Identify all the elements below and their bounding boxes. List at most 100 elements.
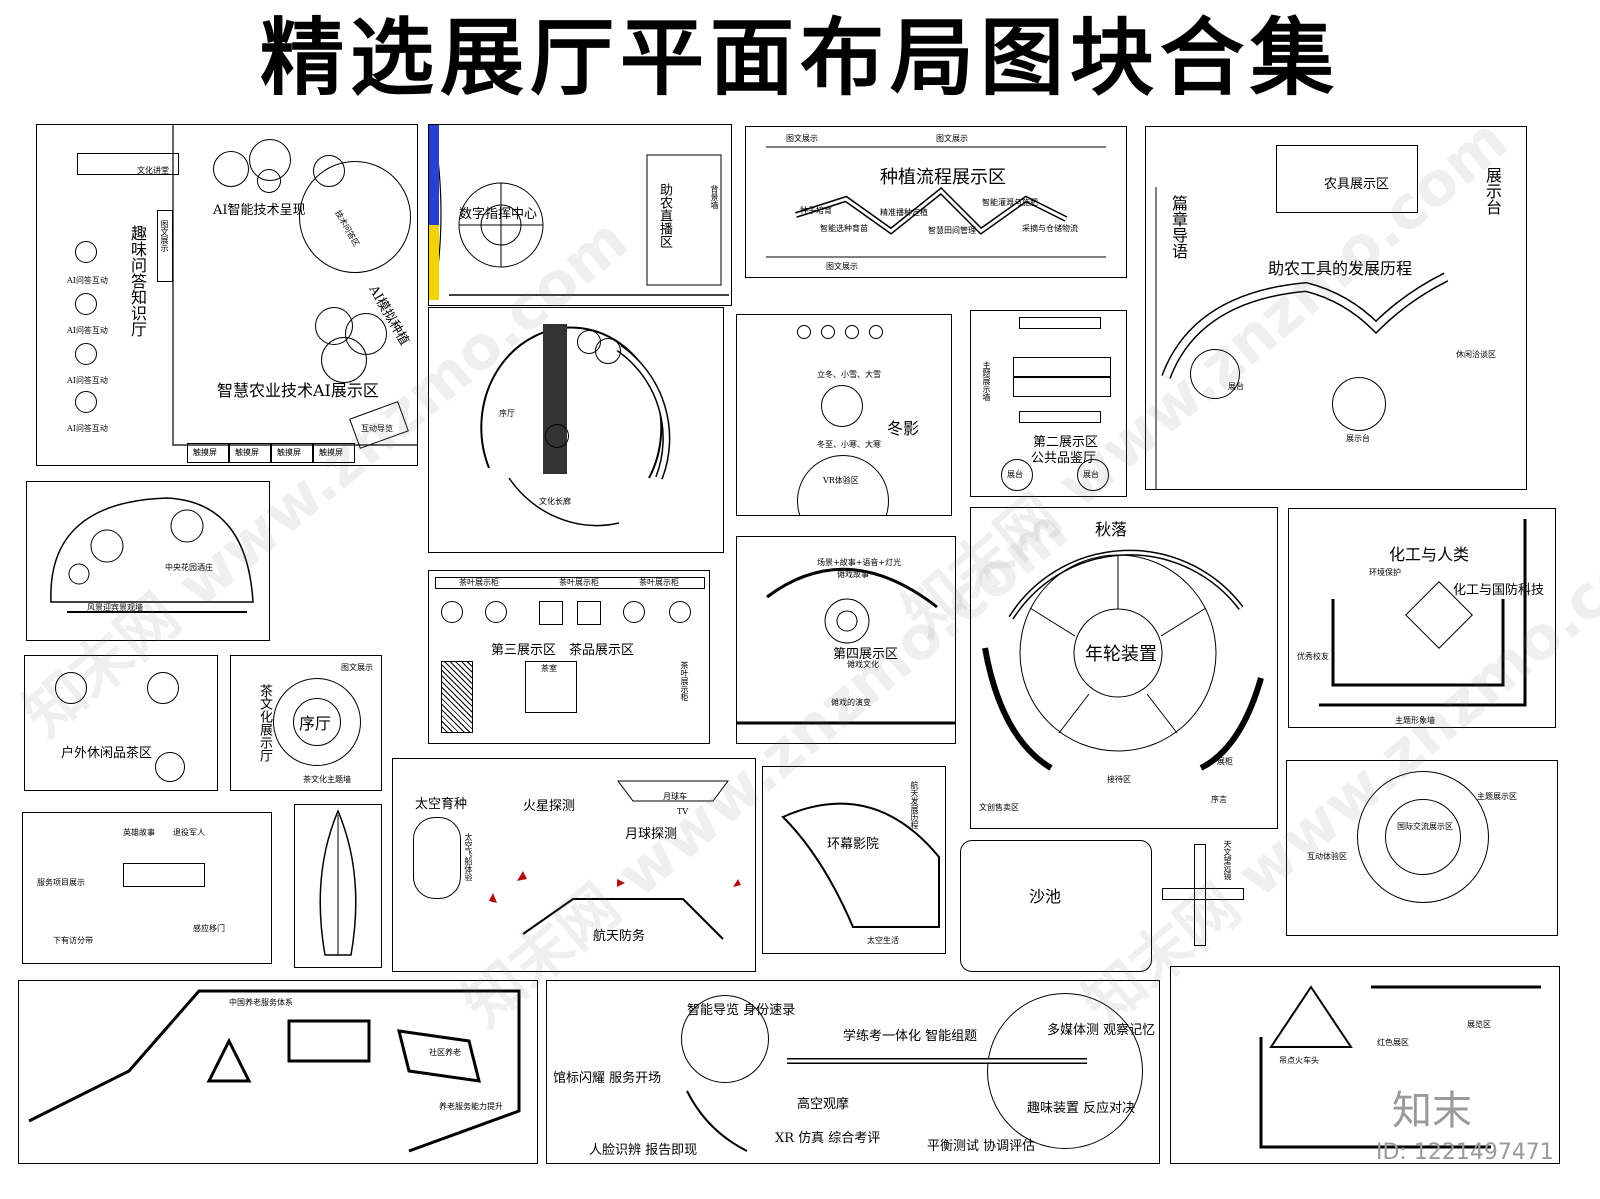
photo-label: 图文展示 bbox=[826, 262, 858, 271]
train-a: 智能导览 身份速录 bbox=[687, 1003, 796, 1018]
tea-seat bbox=[623, 601, 645, 623]
train-b: 学练考一体化 智能组题 bbox=[843, 1029, 978, 1044]
qa-station bbox=[75, 293, 97, 315]
round-hall bbox=[987, 993, 1143, 1149]
tool-path bbox=[1155, 187, 1449, 489]
photo-label: 图文展示 bbox=[160, 220, 169, 252]
tea-product-label: 茶品展示区 bbox=[569, 643, 635, 658]
tea-table bbox=[155, 752, 185, 782]
stage-round bbox=[1077, 459, 1109, 491]
vet-tag: 退役军人 bbox=[173, 828, 205, 837]
train-f: 人脸识辨 报告即现 bbox=[589, 1143, 698, 1158]
nuo-title: 第四展示区 bbox=[833, 647, 899, 662]
train-i: 高空观摩 bbox=[797, 1097, 850, 1112]
panel-tree-ring: 秋落 年轮装置 接待区 文创售卖区 序言 展柜 bbox=[970, 507, 1278, 829]
zone-label: 智慧农业技术AI展示区 bbox=[217, 381, 379, 400]
bg-label: 背景墙 bbox=[710, 185, 719, 209]
center-label: 数字指挥中心 bbox=[459, 207, 538, 222]
shelf-label: 茶叶展示柜 bbox=[459, 578, 499, 587]
tv-label: TV bbox=[677, 807, 689, 816]
train-e: XR 仿真 综合考评 bbox=[775, 1131, 881, 1146]
touch-screen bbox=[313, 443, 355, 463]
space-t3: 月球探测 bbox=[625, 827, 678, 842]
ring-a: 国际交流展示区 bbox=[1397, 822, 1453, 831]
image-id: ID: 1221497471 bbox=[1376, 1140, 1554, 1165]
stool bbox=[869, 325, 883, 339]
panel-red: 吊点火车头 红色展区 展览区 bbox=[1170, 966, 1560, 1164]
tea-seat bbox=[441, 601, 463, 623]
tree bbox=[545, 424, 569, 448]
touch-screen bbox=[187, 443, 229, 463]
space-t1: 太空育种 bbox=[415, 797, 468, 812]
autumn-label: 秋落 bbox=[1095, 520, 1128, 539]
red-a: 吊点火车头 bbox=[1279, 1056, 1319, 1065]
panel-veterans: 英雄故事 退役军人 感应移门 服务项目展示 下有访分带 bbox=[22, 812, 272, 964]
chem-t2: 主题形象墙 bbox=[1395, 716, 1435, 725]
wall-label: 主题展示墙 bbox=[982, 361, 991, 401]
panel-prelude: 序厅 文化长廊 bbox=[428, 307, 724, 553]
shop-label: 文创售卖区 bbox=[979, 803, 1019, 812]
prelude-ring bbox=[273, 678, 361, 766]
tree-ring-drawing bbox=[982, 549, 1264, 771]
cab-label: 展柜 bbox=[1217, 757, 1233, 766]
red-drawing bbox=[1259, 985, 1541, 1149]
second-zone-title: 第二展示区 bbox=[1033, 435, 1099, 450]
stool bbox=[821, 325, 835, 339]
touch-screen bbox=[271, 443, 313, 463]
outdoor-label: 户外休闲品茶区 bbox=[61, 746, 153, 761]
stool bbox=[797, 325, 811, 339]
cinema-life: 太空生活 bbox=[867, 936, 899, 945]
ring-title: 年轮装置 bbox=[1085, 644, 1157, 665]
panel-tea-culture: 序厅 茶文化展示厅 茶文化主题墙 图文展示 bbox=[230, 655, 382, 791]
qa-label: AI问答互动 bbox=[67, 276, 108, 285]
tech-qa-ring bbox=[299, 161, 411, 273]
prelude-core bbox=[293, 698, 341, 746]
panel-dragon-boat bbox=[294, 804, 382, 968]
tea-table bbox=[55, 672, 87, 704]
panel-space: 太空育种 火星探测 月球探测 航天防务 太空飞船体验 月球车 TV bbox=[392, 758, 756, 972]
prelude-label: 序厅 bbox=[499, 409, 515, 418]
poem-label: 立冬、小雪、大雪 bbox=[817, 370, 881, 379]
train-d: 馆标闪耀 服务开场 bbox=[553, 1071, 662, 1086]
ring-c: 互动体验区 bbox=[1307, 852, 1347, 861]
panel-cinema: 环幕影院 太空生活 航天发展历程 bbox=[762, 766, 946, 954]
qa-station bbox=[75, 343, 97, 365]
chem-t1: 化工与国防科技 bbox=[1453, 583, 1545, 598]
red-c: 展览区 bbox=[1467, 1020, 1491, 1029]
elder-drawing bbox=[28, 989, 521, 1153]
panel-eldercare: 中国养老服务体系 社区养老 养老服务能力提升 bbox=[18, 980, 538, 1164]
elder-top: 中国养老服务体系 bbox=[229, 998, 293, 1007]
tea-cab-label: 茶叶展示柜 bbox=[680, 661, 689, 701]
tea-table bbox=[147, 672, 179, 704]
panel-ring-exhibit: 国际交流展示区 主题展示区 互动体验区 bbox=[1286, 760, 1558, 936]
step-label: 种子培育 bbox=[800, 206, 832, 215]
elder-b: 养老服务能力提升 bbox=[439, 1102, 503, 1111]
qa-label: AI问答互动 bbox=[67, 424, 108, 433]
table bbox=[1013, 377, 1111, 397]
cinema-drawing bbox=[781, 802, 940, 928]
live-label: 助农直播区 bbox=[657, 183, 672, 248]
ship-label: 太空飞船体验 bbox=[464, 833, 473, 881]
elder-m: 社区养老 bbox=[429, 1048, 461, 1057]
step-label: 采摘与仓储物流 bbox=[1022, 224, 1078, 233]
tea-seat bbox=[485, 601, 507, 623]
panel-sandpit: 沙池 bbox=[960, 840, 1152, 972]
chem-title: 化工与人类 bbox=[1389, 545, 1470, 564]
chem-l2: 优秀校友 bbox=[1297, 652, 1329, 661]
tea-room-label: 茶室 bbox=[541, 664, 557, 673]
step-label: 智慧田间管理 bbox=[928, 226, 976, 235]
touch-screen bbox=[229, 443, 271, 463]
center-round bbox=[821, 385, 863, 427]
tea-counter bbox=[441, 661, 473, 733]
corridor-label: 文化长廊 bbox=[539, 497, 571, 506]
exhibit-ring bbox=[1357, 771, 1489, 903]
planting-title: 种植流程展示区 bbox=[880, 167, 1006, 188]
plant-pod bbox=[321, 337, 367, 383]
command-center-drawing bbox=[429, 125, 729, 301]
tea-table bbox=[539, 601, 563, 625]
exhibit-core bbox=[1385, 799, 1461, 875]
vr-label: VR体验区 bbox=[823, 476, 859, 485]
telescope-label: 天文望远镜 bbox=[1223, 840, 1232, 880]
panel-tasting: 第二展示区 公共品鉴厅 展台 展台 主题展示墙 bbox=[970, 310, 1127, 497]
stage-label: 展台 bbox=[1083, 470, 1099, 479]
